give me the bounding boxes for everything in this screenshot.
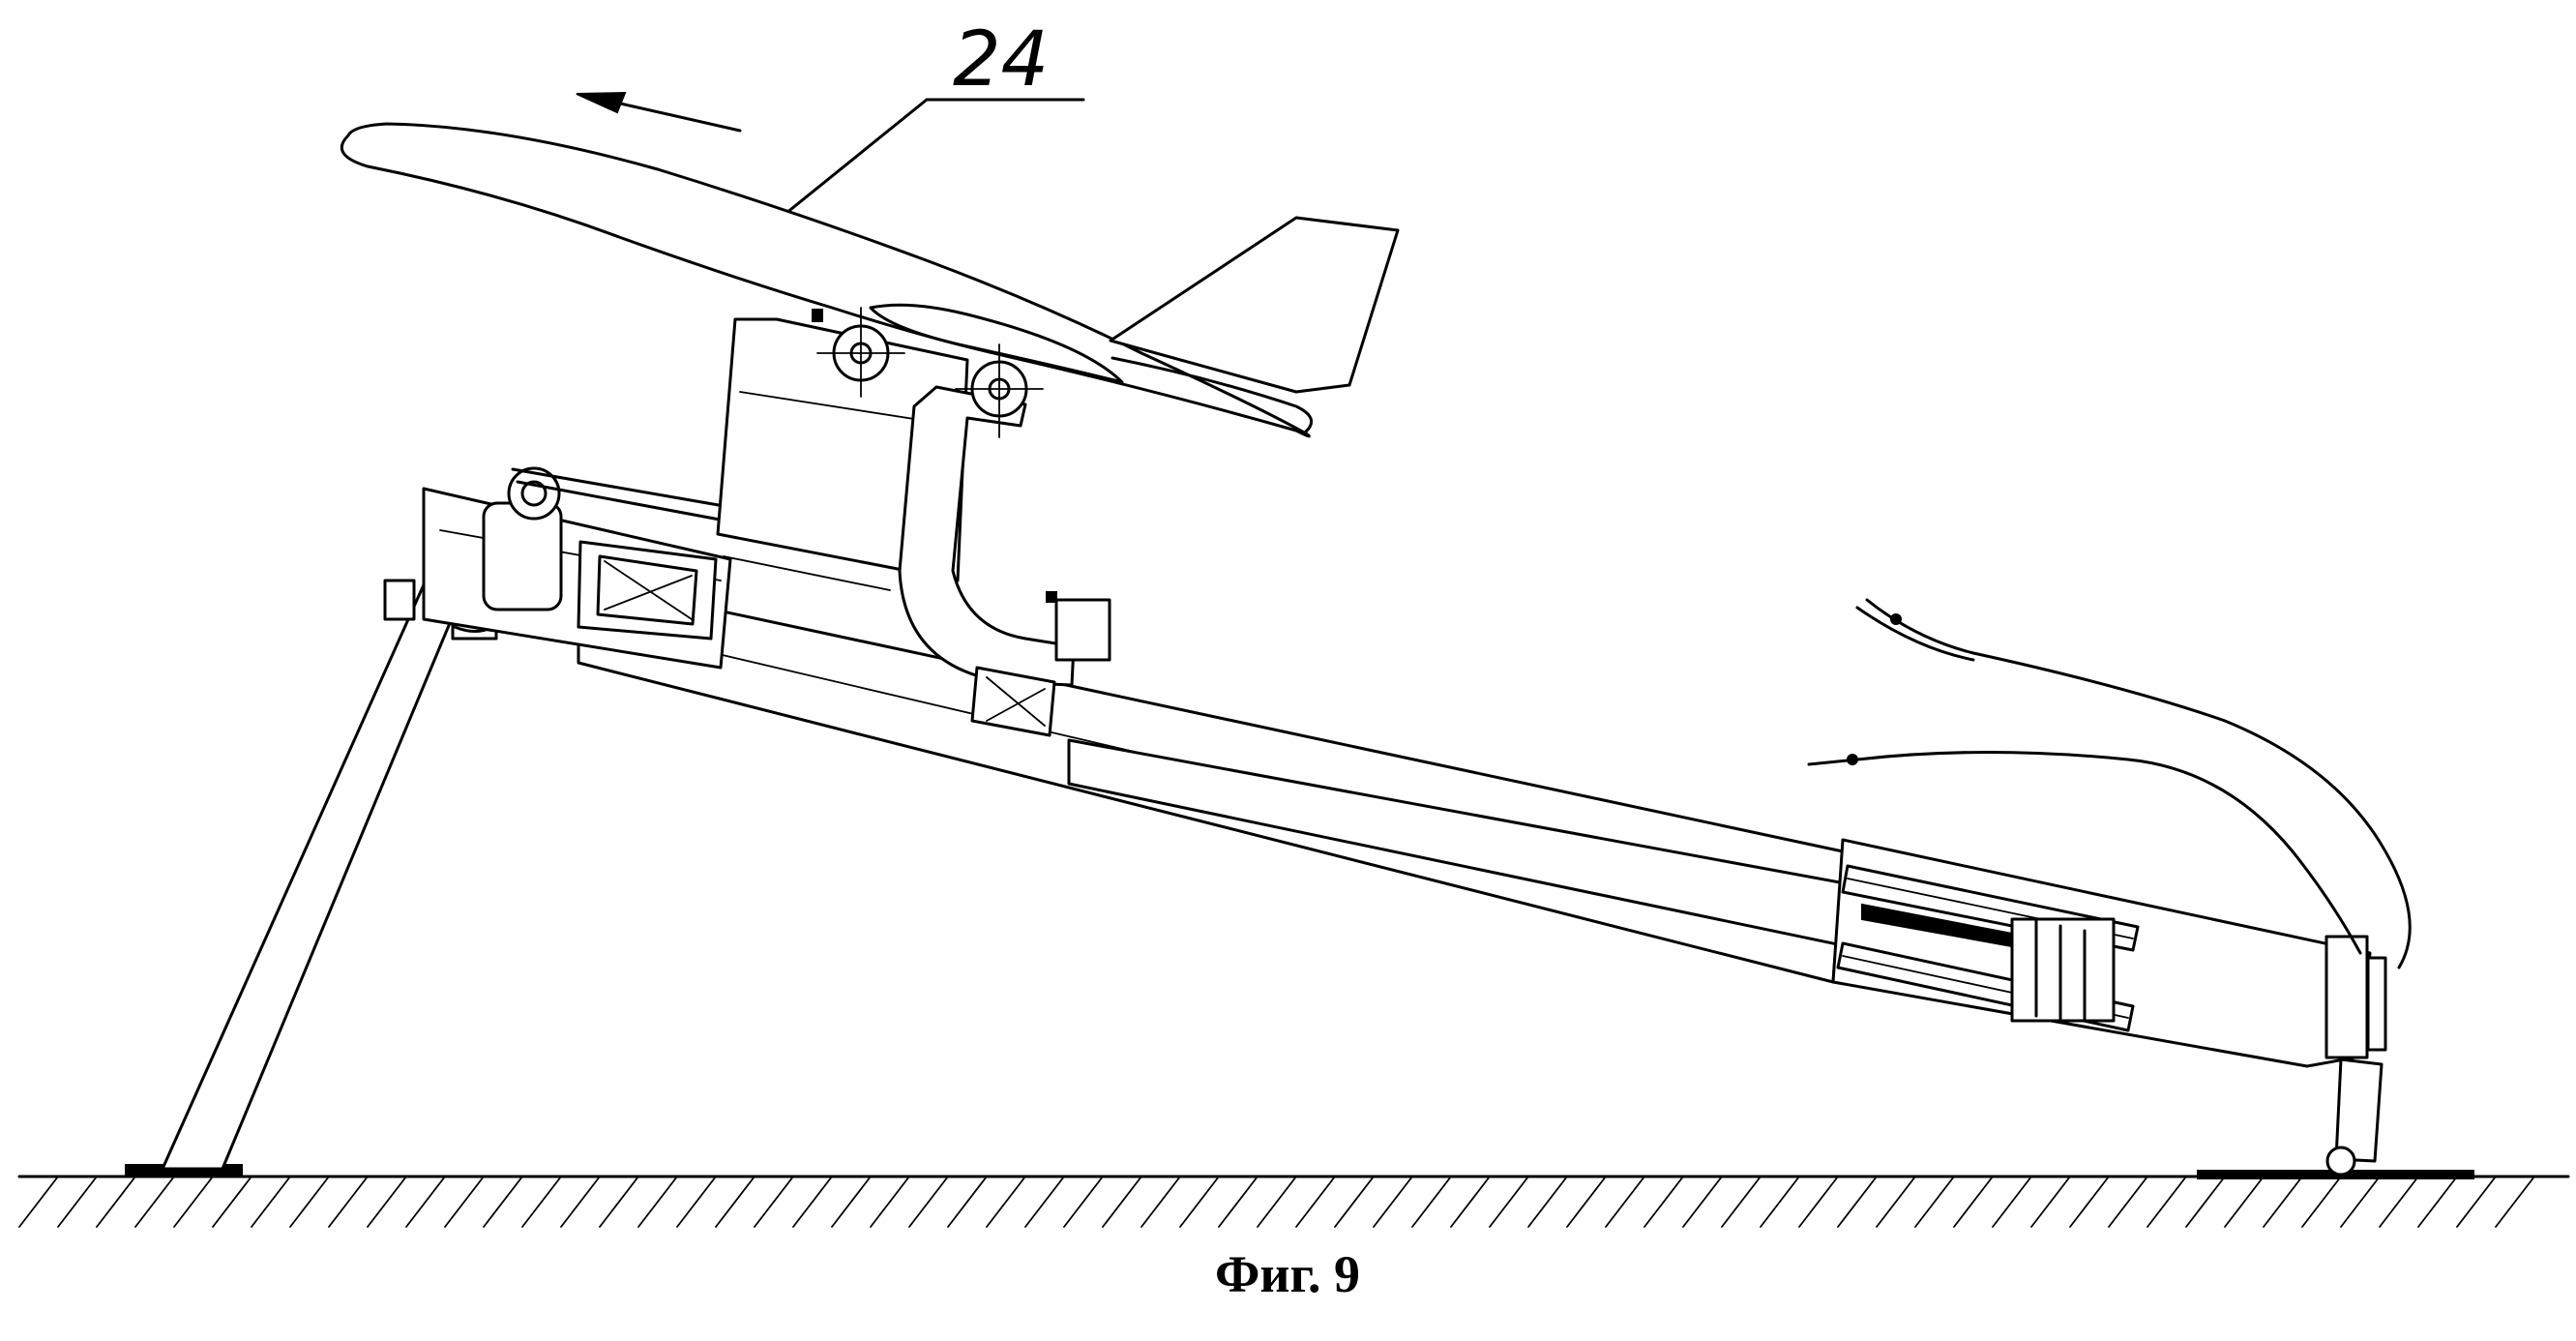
ground-hatch-line — [2030, 1176, 2071, 1228]
ground-hatch-line — [2108, 1176, 2148, 1228]
callout-label: 24 — [953, 16, 1049, 104]
ground-hatch-line — [1257, 1176, 1297, 1228]
front-support-leg — [161, 577, 505, 1171]
ground-hatch-line — [2224, 1176, 2265, 1228]
ground-hatch-line — [1837, 1176, 1878, 1228]
carriage-assembly — [422, 317, 1111, 737]
ground-hatch-line — [1102, 1176, 1142, 1228]
pneumatic-cylinder — [1831, 838, 2387, 1177]
ground-hatch-line — [2456, 1176, 2497, 1228]
ground-hatch-line — [1992, 1176, 2032, 1228]
ground-hatch-line — [405, 1176, 446, 1228]
ground-hatch-line — [831, 1176, 872, 1228]
ground-hatch-line — [1605, 1176, 1645, 1228]
ground-hatch-line — [173, 1176, 214, 1228]
ground-hatch-line — [1798, 1176, 1839, 1228]
ground-hatch-line — [483, 1176, 523, 1228]
air-hoses — [1807, 598, 2412, 969]
ground-hatch-line — [792, 1176, 833, 1228]
ground-hatch-line — [870, 1176, 910, 1228]
ground — [17, 1164, 2570, 1228]
ground-hatch-line — [986, 1176, 1026, 1228]
ground-hatch-line — [1760, 1176, 1800, 1228]
ground-hatch-line — [1566, 1176, 1607, 1228]
ground-hatch-line — [1063, 1176, 1104, 1228]
ground-hatch-line — [2417, 1176, 2458, 1228]
ground-hatch-line — [947, 1176, 988, 1228]
ground-hatch-line — [637, 1176, 678, 1228]
uav-aircraft — [340, 122, 1400, 438]
ground-hatch-line — [1295, 1176, 1336, 1228]
ground-hatch-line — [1489, 1176, 1529, 1228]
ground-hatch-line — [1876, 1176, 1916, 1228]
ground-hatch-line — [57, 1176, 98, 1228]
ground-hatch-line — [1721, 1176, 1762, 1228]
ground-hatch-line — [1527, 1176, 1568, 1228]
ground-hatch-line — [1334, 1176, 1375, 1228]
ground-hatch-line — [2069, 1176, 2110, 1228]
ground-hatch-line — [1914, 1176, 1955, 1228]
ground-hatch-line — [2340, 1176, 2381, 1228]
ground-hatch-line — [2263, 1176, 2303, 1228]
ground-hatch-line — [251, 1176, 291, 1228]
ground-hatch-line — [2301, 1176, 2342, 1228]
ground-hatch-line — [2379, 1176, 2419, 1228]
ground-hatch-line — [754, 1176, 794, 1228]
ground-hatch-line — [212, 1176, 252, 1228]
ground-hatch-line — [1682, 1176, 1723, 1228]
ground-hatch-line — [1140, 1176, 1181, 1228]
ground-hatch-line — [289, 1176, 330, 1228]
figure-caption: Фиг. 9 — [1215, 1245, 1360, 1303]
ground-hatch-line — [1643, 1176, 1684, 1228]
ground-hatch-line — [1024, 1176, 1065, 1228]
ground-hatch-line — [444, 1176, 485, 1228]
ground-hatch-line — [2495, 1176, 2535, 1228]
ground-hatch-line — [2185, 1176, 2226, 1228]
ground-hatch-line — [18, 1176, 59, 1228]
ground-hatch-line — [560, 1176, 601, 1228]
ground-hatch-line — [521, 1176, 562, 1228]
ground-hatch-line — [676, 1176, 717, 1228]
ground-hatch-line — [1411, 1176, 1452, 1228]
direction-arrow-icon — [576, 91, 742, 133]
ground-hatch-line — [908, 1176, 949, 1228]
ground-hatch-line — [1179, 1176, 1220, 1228]
ground-hatch-line — [1450, 1176, 1491, 1228]
ground-hatch-line — [1373, 1176, 1413, 1228]
ground-hatch-line — [367, 1176, 407, 1228]
ground-hatch-line — [715, 1176, 755, 1228]
ground-hatch-line — [599, 1176, 639, 1228]
ground-hatch-line — [134, 1176, 175, 1228]
ground-hatch-line — [328, 1176, 369, 1228]
ground-hatch-line — [1218, 1176, 1258, 1228]
ground-hatch-line — [96, 1176, 136, 1228]
ground-hatch-line — [2147, 1176, 2187, 1228]
ground-hatch-line — [1953, 1176, 1994, 1228]
